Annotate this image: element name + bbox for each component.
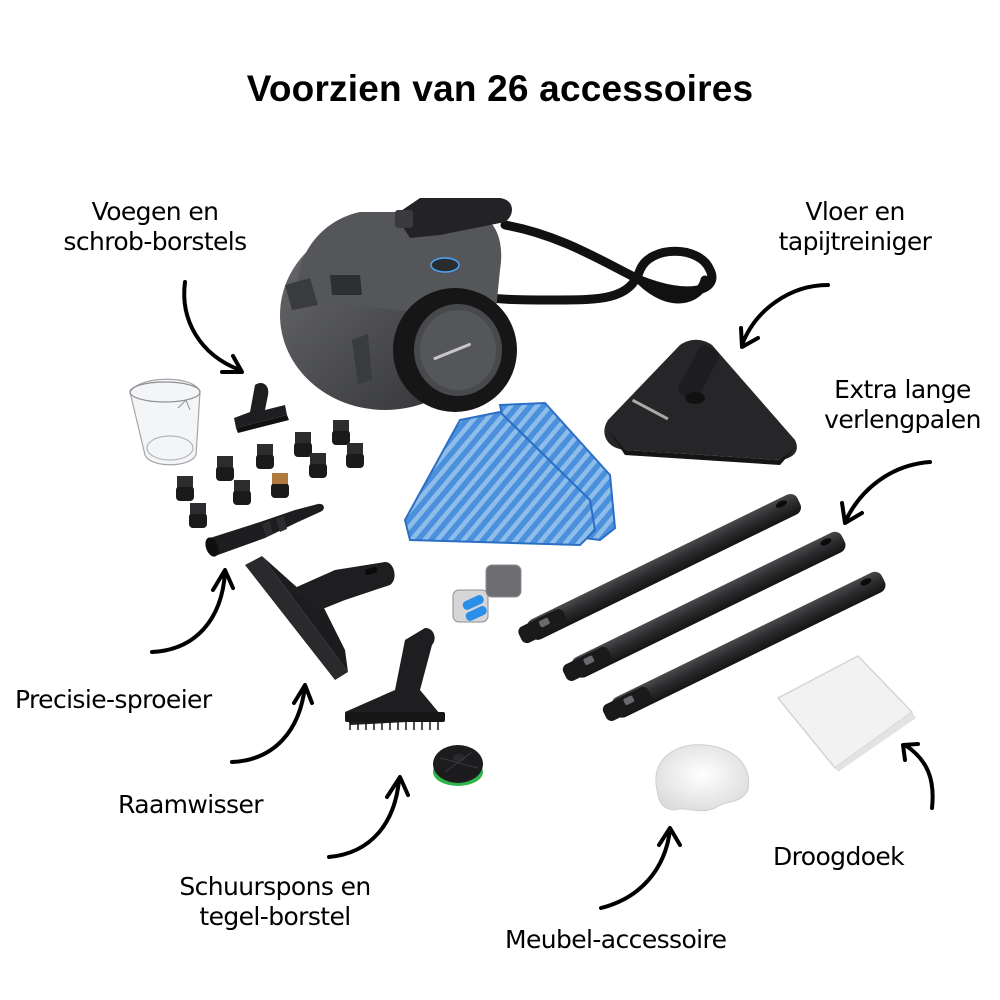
label-window-squeegee: Raamwisser: [118, 790, 264, 819]
label-furniture-accessory: Meubel-accessoire: [505, 925, 727, 954]
triangle-brush-item: [345, 628, 445, 730]
label-line: tegel-borstel: [199, 902, 351, 931]
precision-nozzle-item: [205, 503, 324, 557]
label-line: Vloer en: [805, 197, 905, 226]
label-line: tapijtreiniger: [778, 227, 932, 256]
label-line: schrob-borstels: [63, 227, 247, 256]
label-extension-poles: Extra lange verlengpalen: [805, 375, 1000, 435]
label-line: Schuurspons en: [179, 872, 371, 901]
grout-nozzle: [234, 383, 289, 433]
earplug-case: [452, 564, 522, 623]
label-floor-carpet-cleaner: Vloer en tapijtreiniger: [740, 197, 970, 257]
extension-poles: [518, 493, 886, 721]
label-drying-cloth: Droogdoek: [773, 842, 905, 871]
label-scour-sponge-tile-brush: Schuurspons en tegel-borstel: [150, 872, 400, 932]
label-line: Extra lange: [834, 375, 971, 404]
page-title: Voorzien van 26 accessoires: [246, 68, 754, 109]
measuring-cup: [129, 378, 201, 466]
drying-cloth: [776, 655, 916, 772]
scouring-sponge-item: [433, 745, 483, 786]
label-grout-scrub-brushes: Voegen en schrob-borstels: [20, 197, 290, 257]
furniture-bonnet: [655, 744, 750, 812]
mop-pads: [403, 401, 617, 547]
label-line: Voegen en: [91, 197, 219, 226]
round-brushes: [176, 420, 364, 528]
window-squeegee-item: [245, 556, 395, 680]
label-line: verlengpalen: [824, 405, 981, 434]
floor-carpet-cleaner: [604, 339, 797, 465]
label-precision-nozzle: Precisie-sproeier: [15, 685, 212, 714]
annotation-arrows: [150, 280, 935, 910]
steam-cleaner-unit: [280, 198, 717, 412]
